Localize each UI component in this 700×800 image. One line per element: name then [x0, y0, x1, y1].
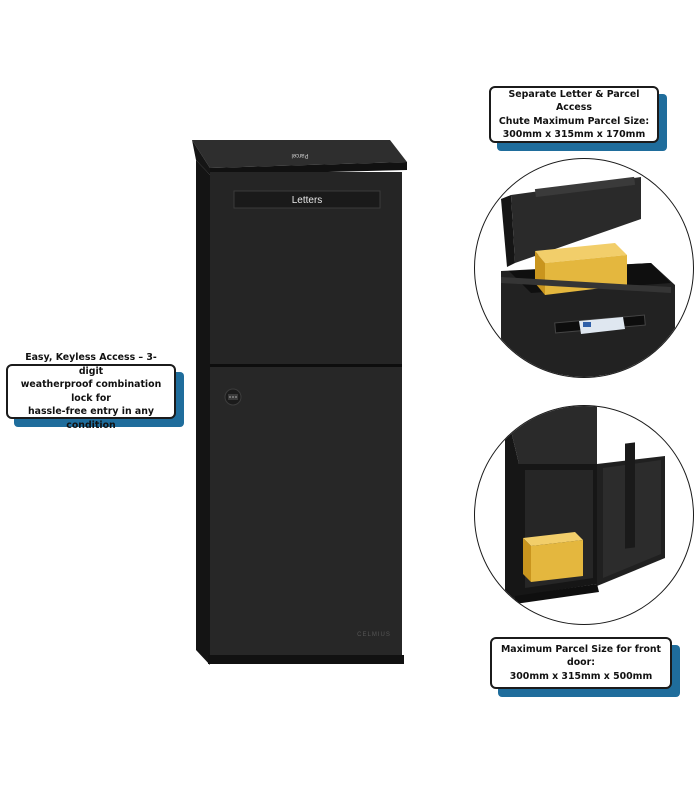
front-door-callout-text: Maximum Parcel Size for front door: 300m…: [490, 637, 672, 689]
parcel-box: [523, 532, 583, 582]
front-door-callout: Maximum Parcel Size for front door: 300m…: [490, 637, 680, 697]
front-door-detail: [474, 405, 694, 625]
parcel-chute-callout: Separate Letter & Parcel Access Chute Ma…: [489, 86, 667, 151]
letters-label: Letters: [292, 195, 323, 206]
front-door-illustration: [505, 406, 665, 606]
parcel-chute-detail: [474, 158, 694, 378]
combination-lock: [224, 388, 242, 406]
keyless-lock-callout-text: Easy, Keyless Access – 3-digit weatherpr…: [6, 352, 176, 431]
parcel-chute-illustration: [501, 176, 675, 377]
mailbox-image: Parcel Letters CELMIUS: [192, 140, 407, 665]
lid-label: Parcel: [291, 152, 308, 158]
letter-slot: [233, 190, 381, 209]
parcel-chute-callout-text: Separate Letter & Parcel Access Chute Ma…: [489, 86, 659, 143]
mailbox-base: [208, 655, 404, 664]
keyless-lock-callout: Easy, Keyless Access – 3-digit weatherpr…: [6, 352, 184, 431]
mailbox-lid: [192, 140, 407, 168]
brand-label: CELMIUS: [357, 632, 391, 638]
front-door: [210, 367, 402, 655]
